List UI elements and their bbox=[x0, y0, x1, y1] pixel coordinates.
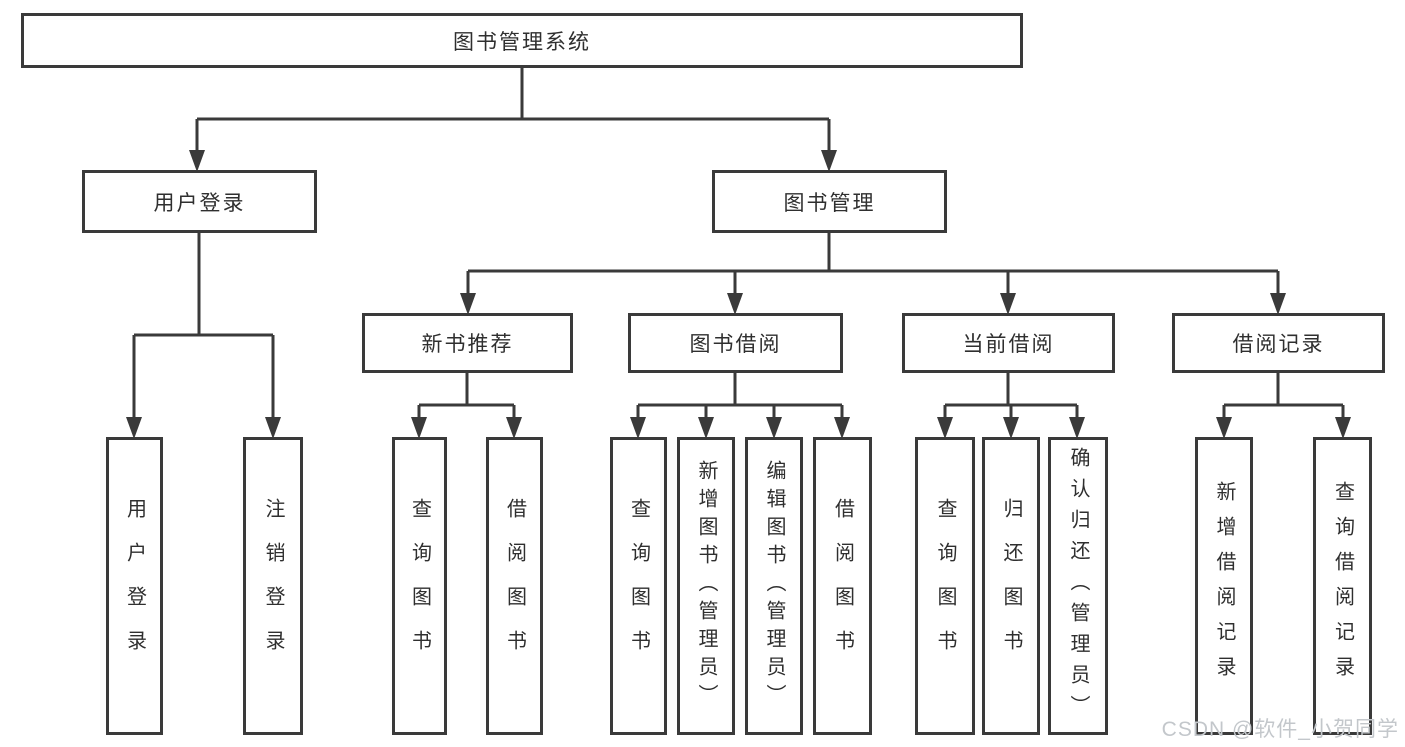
node-borrow-books-recommend: 借阅图书 bbox=[486, 437, 543, 735]
node-confirm-return-admin: 确认归还（管理员） bbox=[1048, 437, 1108, 735]
node-edit-books-admin: 编辑图书（管理员） bbox=[745, 437, 803, 735]
node-label: 新增图书（管理员） bbox=[695, 460, 717, 712]
node-label: 新书推荐 bbox=[421, 333, 514, 356]
node-new-book-recommend: 新书推荐 bbox=[362, 313, 573, 373]
node-borrow-books-borrowing: 借阅图书 bbox=[813, 437, 872, 735]
node-label: 归还图书 bbox=[1000, 498, 1022, 674]
node-user-login-action: 用户登录 bbox=[106, 437, 163, 735]
arrowhead-icons bbox=[126, 150, 1351, 439]
node-return-books: 归还图书 bbox=[982, 437, 1040, 735]
node-query-books-current: 查询图书 bbox=[915, 437, 975, 735]
node-add-books-admin: 新增图书（管理员） bbox=[677, 437, 735, 735]
node-label: 借阅记录 bbox=[1232, 333, 1325, 356]
node-label: 图书借阅 bbox=[689, 333, 782, 356]
node-label: 借阅图书 bbox=[503, 498, 526, 674]
node-query-books-borrowing: 查询图书 bbox=[610, 437, 667, 735]
node-query-books-recommend: 查询图书 bbox=[392, 437, 447, 735]
node-user-login-branch: 用户登录 bbox=[82, 170, 317, 233]
node-label: 注销登录 bbox=[262, 498, 284, 674]
node-add-borrow-record: 新增借阅记录 bbox=[1195, 437, 1253, 735]
node-book-borrowing: 图书借阅 bbox=[628, 313, 843, 373]
node-label: 用户登录 bbox=[153, 191, 246, 215]
node-label: 编辑图书（管理员） bbox=[763, 460, 785, 712]
node-root-label: 图书管理系统 bbox=[453, 30, 591, 54]
node-label: 查询图书 bbox=[934, 498, 956, 674]
node-label: 当前借阅 bbox=[962, 333, 1055, 356]
node-label: 用户登录 bbox=[123, 498, 146, 674]
node-query-borrow-record: 查询借阅记录 bbox=[1313, 437, 1372, 735]
node-book-management: 图书管理 bbox=[712, 170, 947, 233]
node-label: 新增借阅记录 bbox=[1213, 481, 1235, 691]
csdn-watermark: CSDN @软件_小贺同学 bbox=[1161, 718, 1399, 741]
node-label: 确认归还（管理员） bbox=[1067, 446, 1089, 726]
node-label: 查询借阅记录 bbox=[1331, 481, 1354, 691]
node-borrowing-records: 借阅记录 bbox=[1172, 313, 1385, 373]
connector-segments bbox=[132, 68, 1345, 419]
node-label: 查询图书 bbox=[627, 498, 650, 674]
node-current-borrowing: 当前借阅 bbox=[902, 313, 1115, 373]
node-label: 查询图书 bbox=[408, 498, 431, 674]
node-logout-action: 注销登录 bbox=[243, 437, 303, 735]
node-label: 图书管理 bbox=[783, 191, 876, 215]
node-root-system: 图书管理系统 bbox=[21, 13, 1023, 68]
node-label: 借阅图书 bbox=[831, 498, 854, 674]
